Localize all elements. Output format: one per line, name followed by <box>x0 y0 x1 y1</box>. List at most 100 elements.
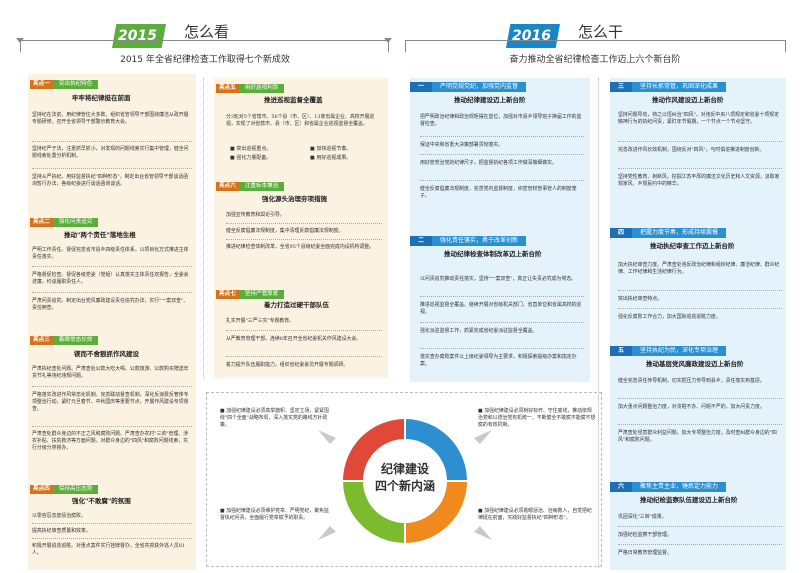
divider <box>226 223 382 224</box>
highlight-1-para-3: 坚持从严执纪，用好监督执纪"四种形态"，制定出台省管领导干部谈话函询暂行办法，各… <box>32 174 189 188</box>
divider <box>32 426 192 427</box>
ring-segment-blue <box>405 419 467 481</box>
right-rule-drop-l <box>405 40 406 52</box>
task-2-para-1: 以问责追究推动责任落实，坚持"一案双查"，真正让失责必究成为常态。 <box>420 276 577 282</box>
highlight-5-subtitle: 推进巡视监督全覆盖 <box>264 96 323 104</box>
divider <box>618 308 782 309</box>
task-3-tag: 三坚持长抓常管，巩固深化成果 <box>610 82 727 92</box>
task-4-subtitle: 推动执纪审查工作迈上新台阶 <box>650 242 735 250</box>
col3-panel <box>410 78 590 382</box>
divider <box>618 526 782 527</box>
highlight-7-para-3: 着力提升队伍履职能力，组织省纪委委员开展专题调研。 <box>226 362 349 368</box>
task-6-subtitle: 推动纪检监察队伍建设迈上新台阶 <box>640 496 738 504</box>
task-5-tag: 五坚持执纪为民，深化专项治理 <box>610 346 727 356</box>
highlight-2-subtitle: 推动"两个责任"落地生根 <box>64 231 136 239</box>
right-rule-drop-r <box>785 40 786 52</box>
ring-frame <box>206 392 602 567</box>
divider <box>420 154 584 155</box>
divider <box>420 296 584 297</box>
year-badge-2016: 2016 <box>506 24 560 48</box>
highlight-6-para-3: 推进纪律检查体制改革，全省95个县级纪委全面完成内设机构调整。 <box>226 244 375 250</box>
task-1-para-4: 健全反腐倡廉法规制度，完善党内监督制度，织密管权管事管人的制度笼子。 <box>420 186 577 200</box>
highlight-4-tag: 亮点四保持高压态势 <box>30 485 99 494</box>
highlight-5-bullet-4: ■ 用好巡视成果。 <box>310 155 352 161</box>
divider <box>420 180 584 181</box>
task-1-tag: 一严明党规党纪，加强党内监督 <box>410 82 527 92</box>
ring-quadrant-text-1: ■ 加强纪律建设必须高举旗帜、坚定立场，紧紧围绕"四个全面"战略布局，深入落实党… <box>220 408 329 429</box>
divider <box>226 330 382 331</box>
right-header-rule <box>405 40 785 41</box>
divider <box>618 398 782 399</box>
left-rule-drop-r <box>388 40 389 52</box>
highlight-1-para-1: 坚持纪在法前，用纪律管住大多数，组织省管领导干部围绕廉洁从政开展专题研修，召开全… <box>32 112 189 126</box>
col2-panel <box>214 78 388 378</box>
divider <box>420 136 584 137</box>
highlight-3-para-3: 严肃查处群众身边的不正之风和腐败问题。严肃查办农村"三资"管理、涉农补贴、扶贫救… <box>32 431 189 452</box>
highlight-4-para-2: 提高执纪审查质量和效率。 <box>32 528 91 534</box>
highlight-5-para-1: 分3轮对5个省辖市、56个县（市、区）、13家省属企业、高校开展巡视，实现了对省… <box>226 114 375 128</box>
divider <box>32 523 192 524</box>
ring-arrows <box>318 430 492 540</box>
highlight-5-bullet-2: ■ 加快巡视节奏。 <box>310 146 352 152</box>
highlight-3-para-1: 严肃执纪查处问题。严肃查处公款大吃大喝、公款旅游、公款购买赠送年货节礼等违纪违规… <box>32 366 189 380</box>
divider <box>618 168 782 169</box>
divider <box>32 266 192 267</box>
task-5-para-1: 健全完善责任传导机制，切实把压力传导到县乡，责任落实到基层。 <box>618 378 765 384</box>
highlight-4-para-3: 积极开展追逃追赃。对重点案件实行挂牌督办，全省共抓获外逃人员81人。 <box>32 543 185 557</box>
highlight-5-tag: 亮点五用好巡视利剑 <box>216 84 285 93</box>
task-6-para-2: 加强纪检监察干部管理。 <box>618 532 672 538</box>
divider <box>32 386 192 387</box>
task-6-para-3: 严格日常教育管理监督。 <box>618 550 672 556</box>
highlight-1-tag: 亮点一突出执纪特色 <box>30 80 99 89</box>
highlight-6-tag: 亮点六注重标本兼治 <box>216 182 285 191</box>
divider <box>32 292 192 293</box>
task-2-subtitle: 推动纪律检查体制改革迈上新台阶 <box>444 250 542 258</box>
divider <box>618 290 782 291</box>
task-5-para-3: 严肃查处侵害群众利益问题。加大专项整治力度，及时查纠群众身边的"四风"和腐败问题… <box>618 430 777 444</box>
highlight-2-para-1: 严明工作责任。督促完善省市县乡四级责任体系，以项目化方式推进主体责任落实。 <box>32 247 189 261</box>
highlight-6-para-1: 加强宣传教育和舆论引导。 <box>226 212 285 218</box>
column-separator <box>203 78 204 378</box>
highlight-2-para-3: 严肃问责追究。制定出台党风廉政建设责任追究办法，实行"一案双查"、责任倒查。 <box>32 298 189 312</box>
task-2-para-4: 落实查办腐败案件以上级纪委领导为主要求，积极探索提级办案和指定办案。 <box>420 354 577 368</box>
task-6-tag: 六聚焦主责主业，锤炼定力能力 <box>610 482 727 492</box>
highlight-3-para-2: 严格落实改进作风常态化机制。完善联动督查机制，深化反浪费反奢侈专项整治行动，紧盯… <box>32 392 189 413</box>
ring-center-line-2: 四个新内涵 <box>374 479 435 493</box>
highlight-7-tag: 亮点七坚持严管厚爱 <box>216 290 285 299</box>
task-3-para-3: 坚持党性教育、树新风，挖掘江苏丰厚的廉洁文化历史和人文资源，汲取家规家风，乡规民… <box>618 174 780 188</box>
highlight-1-para-2: 坚持纪严于法，注重抓早抓小，对发现的问题线索实行集中管理，健全问题线索处置分析机… <box>32 146 189 160</box>
highlight-5-bullet-3: ■ 强化力量配备。 <box>230 155 272 161</box>
divider <box>618 424 782 425</box>
highlight-6-subtitle: 强化源头治理夯项措施 <box>262 195 327 203</box>
column-separator <box>598 78 599 568</box>
task-2-tag: 二强化责任落实，勇于改革创新 <box>410 236 527 246</box>
ring-segment-green <box>343 481 405 543</box>
highlight-5-bullet-1: ■ 突出巡视重点。 <box>230 146 272 152</box>
divider <box>226 239 382 240</box>
right-header-title: 怎么干 <box>578 23 624 41</box>
task-1-para-1: 把严明政治纪律和政治规矩摆在首位，加强对市县乡领导班子换届工作的监督检查。 <box>420 114 582 128</box>
ring-quadrant-text-2: ■ 加强纪律建设必须树好标杆、守住底线，推动依规治党和以德治党有机统一，不断健全… <box>478 408 596 429</box>
highlight-2-tag: 亮点二强化问责追究 <box>30 218 99 227</box>
highlight-7-subtitle: 着力打造过硬干部队伍 <box>264 301 329 309</box>
task-2-para-3: 强化派驻监督工作，抓紧完成省纪委派驻监督全覆盖。 <box>420 328 538 334</box>
left-rule-drop-l <box>20 40 21 52</box>
task-1-subtitle: 推动纪律建设迈上新台阶 <box>454 96 526 104</box>
divider <box>420 322 584 323</box>
task-4-para-1: 加大执纪审查力度。严肃查处违反政治纪律和组织纪律、廉洁纪律、群众纪律、工作纪律和… <box>618 262 780 276</box>
left-header-title: 怎么看 <box>184 23 230 41</box>
divider <box>618 141 782 142</box>
ring-quadrant-text-4: ■ 加强纪律建设必须着眼惩治、治病救人，自觉把纪律挺在前面，实践好监督执纪"四种… <box>478 508 592 522</box>
divider <box>32 168 192 169</box>
left-header-subtitle: 2015 年全省纪律检查工作取得七个新成效 <box>120 55 290 65</box>
highlight-1-subtitle: 牢牢将纪律挺在前面 <box>72 94 131 102</box>
highlight-3-subtitle: 锲而不舍狠抓作风建设 <box>74 350 139 358</box>
divider <box>32 538 192 539</box>
divider <box>32 141 192 142</box>
highlight-7-para-1: 扎实开展"三严三实"专题教育。 <box>226 318 295 324</box>
divider <box>226 356 382 357</box>
highlight-2-para-2: 严格督促检查。督促各级党委（党组）认真落实主体责任双报告，全委会述廉，约谈履职责… <box>32 272 189 286</box>
highlight-6-para-2: 健全反腐倡廉法规制度，集中清理反腐倡廉法规制度。 <box>226 228 344 234</box>
task-3-para-1: 坚持问题导向，持之以恒纠治"四风"，对违反中央八项规定和省委十项规定精神行为的执… <box>618 112 780 126</box>
ring-diagram <box>341 417 469 545</box>
